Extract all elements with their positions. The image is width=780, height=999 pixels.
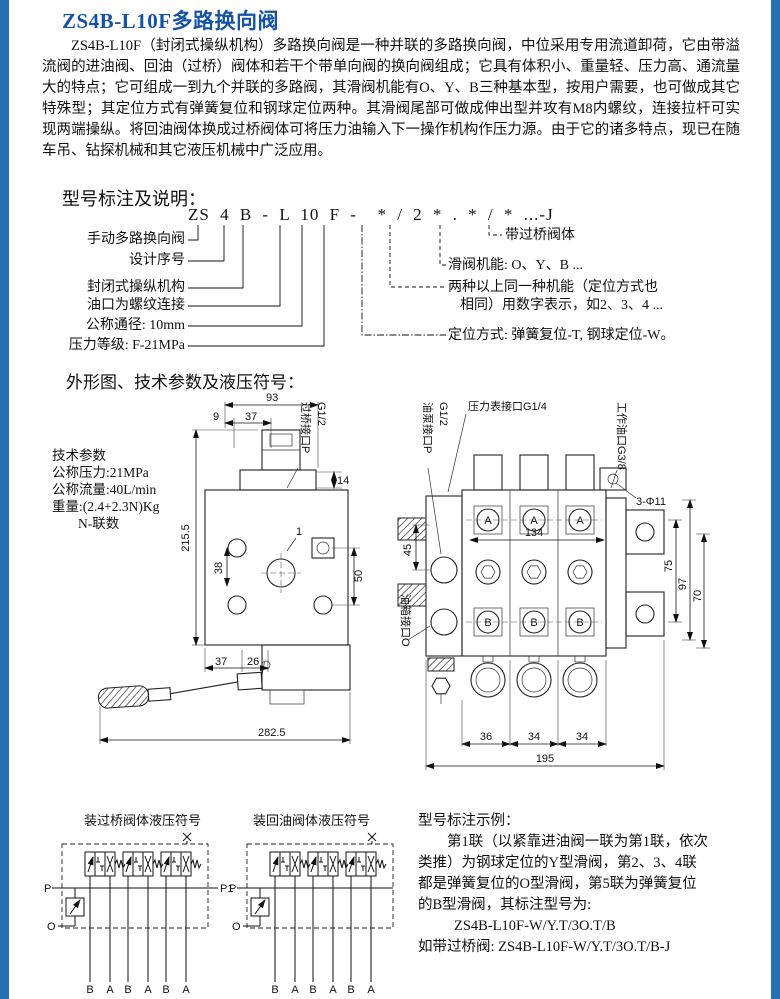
example-line: 的B型滑阀，其标注型号为: [418, 897, 592, 913]
model-label-spool-function: 滑阀机能: O、Y、B ... [448, 258, 583, 273]
dim-75-label: 75 [663, 560, 675, 572]
port-b-letter: B [576, 617, 583, 629]
model-connector-lines [188, 225, 502, 347]
pump-port-label: 油泵接口P [421, 402, 435, 453]
port-b-letter: B [530, 617, 537, 629]
port-a-letter: A [530, 515, 538, 527]
port-o-label: O [232, 921, 241, 933]
dim-38-label: 38 [213, 562, 225, 574]
model-label-bridge-body: 带过桥阀体 [505, 228, 575, 243]
port-b-label: B [86, 984, 93, 996]
port-b-label: B [309, 984, 316, 996]
dim-282-label: 282.5 [258, 727, 286, 739]
dim-9-label: 9 [213, 411, 219, 423]
tech-flow: 公称流量:40L/min [52, 482, 157, 497]
model-label-mechanism: 封闭式操纵机构 [87, 280, 185, 295]
dim-70-label: 70 [692, 590, 704, 602]
a-ports: A A A [473, 505, 595, 535]
model-code-diagram: ZS 4 B - L 10 F - * / 2 * . * / * ...-J … [40, 204, 760, 366]
dim-50-label: 50 [353, 570, 365, 582]
dim-93-label: 93 [266, 392, 278, 404]
model-example-text: 型号标注示例： 第1联（以紧靠进油阀一联为第1联，依次 类推）为钢球定位的Y型滑… [418, 811, 758, 958]
tech-weight: 重量:(2.4+2.3N)Kg [52, 499, 160, 514]
model-section-heading: 型号标注及说明： [62, 189, 206, 209]
dim-37-bottom-label: 37 [215, 656, 227, 668]
intro-paragraph: ZS4B-L10F（封闭式操纵机构）多路换向阀是一种并联的多路换向阀，中位采用专… [42, 38, 740, 159]
dim-36-label: 36 [480, 731, 492, 743]
right-view-drawing: A A A B B B [397, 399, 710, 770]
example-line: 都是弹簧复位的O型滑阀，第5联为弹簧复位 [418, 876, 697, 892]
example-model-code: ZS4B-L10F-W/Y.T/3O.T/B [454, 918, 616, 934]
b-ports: B B B [473, 607, 595, 637]
example-heading: 型号标注示例： [418, 813, 520, 829]
port-a-label: A [291, 984, 299, 996]
port-o-label: O [47, 921, 56, 933]
dim-45-label: 45 [402, 544, 414, 556]
model-label-design-series: 设计序号 [129, 253, 185, 268]
model-label-valve-type: 手动多路换向阀 [87, 232, 185, 247]
port-p1-label: P1 [220, 883, 233, 895]
dim-134-label: 134 [525, 527, 543, 539]
port-p-label: P [229, 883, 236, 895]
schematic-return-body: P O B A B A B A [229, 832, 394, 996]
bridge-port-label: 过桥接口P [299, 402, 312, 453]
model-label-thread-port: 油口为螺纹连接 [87, 298, 185, 313]
model-label-positioning: 定位方式: 弹簧复位-T, 钢球定位-W。 [448, 328, 675, 343]
return-symbol-caption: 装回油阀体液压符号 [253, 813, 371, 828]
outline-drawings: 93 9 37 14 215.5 38 50 1 37 26 [97, 392, 710, 770]
port-a-label: A [106, 984, 114, 996]
pump-port-thread-label: G1/2 [437, 402, 449, 426]
right-blue-border [771, 0, 780, 999]
model-label-same-function-2: 相同）用数字表示，如2、3、4 ... [460, 298, 663, 313]
technical-parameters: 技术参数 公称压力:21MPa 公称流量:40L/min 重量:(2.4+2.3… [52, 447, 159, 532]
bridge-symbol-caption: 装过桥阀体液压符号 [84, 813, 202, 828]
model-label-same-function-1: 两种以上同一种机能（定位方式也 [448, 280, 658, 295]
port-b-label: B [271, 984, 278, 996]
model-label-diameter: 公称通径: 10mm [85, 318, 185, 333]
dim-37-top-label: 37 [245, 411, 257, 423]
tank-port-label: 油箱接口O [399, 594, 413, 647]
dim-34-label: 34 [576, 731, 588, 743]
schematic-bridge-body: P P1 O B A B A B A [44, 832, 233, 996]
dim-1-label: 1 [296, 526, 302, 538]
tech-pressure: 公称压力:21MPa [52, 465, 149, 480]
port-a-letter: A [576, 515, 584, 527]
model-code: ZS 4 B - L 10 F - * / 2 * . * / * ...-J [188, 205, 554, 224]
gauge-port-label: 压力表接口G1/4 [468, 399, 547, 413]
port-b-letter: B [484, 617, 491, 629]
port-a-label: A [182, 984, 190, 996]
port-b-label: B [162, 984, 169, 996]
dim-26-label: 26 [247, 656, 259, 668]
dim-34-label: 34 [528, 731, 540, 743]
example-line: 类推）为钢球定位的Y型滑阀，第2、3、4联 [418, 855, 697, 871]
dim-215-label: 215.5 [180, 524, 192, 552]
dim-14-label: 14 [337, 475, 349, 487]
example-line: 第1联（以紧靠进油阀一联为第1联，依次 [418, 834, 708, 850]
model-label-pressure: 压力等级: F-21MPa [68, 338, 185, 353]
hydraulic-schematics: P P1 O B A B A B A P O B A B [44, 832, 394, 996]
port-a-label: A [367, 984, 375, 996]
port-a-letter: A [484, 515, 492, 527]
tech-title: 技术参数 [52, 448, 106, 463]
dim-195-label: 195 [536, 753, 554, 765]
port-b-label: B [124, 984, 131, 996]
drawing-section-heading: 外形图、技术参数及液压符号： [66, 373, 304, 392]
port-p-label: P [44, 883, 51, 895]
dim-97-label: 97 [677, 578, 689, 590]
tech-note: N-联数 [78, 516, 120, 531]
left-blue-border [0, 0, 9, 999]
bridge-port-thread-label: G1/2 [315, 402, 327, 426]
page-title: ZS4B-L10F多路换向阀 [62, 9, 280, 33]
mounting-holes-label: 3-Φ11 [636, 496, 666, 508]
left-view-drawing: 93 9 37 14 215.5 38 50 1 37 26 [97, 392, 365, 744]
example-bridge-code: 如带过桥阀: ZS4B-L10F-W/Y.T/3O.T/B-J [418, 939, 671, 955]
port-a-label: A [329, 984, 337, 996]
work-port-label: 工作油口G3/8 [615, 402, 629, 470]
control-handle [97, 661, 265, 709]
port-b-label: B [347, 984, 354, 996]
port-a-label: A [144, 984, 152, 996]
